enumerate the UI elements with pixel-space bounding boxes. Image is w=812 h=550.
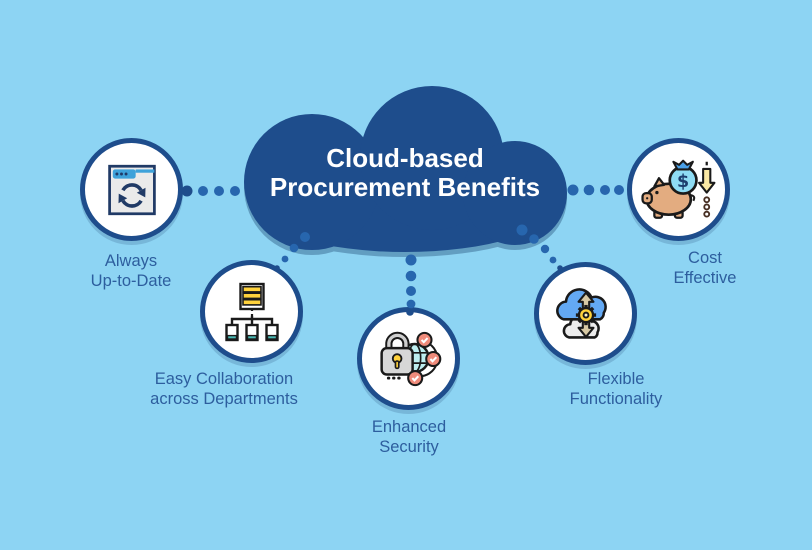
benefit-label-flexible-functionality: Flexible Functionality <box>569 370 663 408</box>
benefit-circle-always-up-to-date <box>80 138 183 241</box>
benefit-label-cost-effective: Cost Effective <box>673 249 737 287</box>
benefit-circle-enhanced-security <box>357 307 460 410</box>
browser-refresh-icon <box>107 164 156 215</box>
page-title: Cloud-based Procurement Benefits <box>269 143 541 202</box>
benefit-label-always-up-to-date: Always Up-to-Date <box>90 252 172 290</box>
cloud-sync-gear-icon <box>555 287 607 339</box>
svg-text:$: $ <box>677 171 689 191</box>
cloud-shape <box>244 86 567 252</box>
benefit-label-enhanced-security: Enhanced Security <box>371 418 447 456</box>
lock-globe-security-icon <box>379 331 441 386</box>
department-network-icon <box>224 282 279 341</box>
benefit-circle-easy-collaboration <box>200 260 303 363</box>
benefit-circle-flexible-functionality <box>534 262 637 365</box>
piggy-bank-savings-icon: $ <box>640 159 715 219</box>
benefit-circle-cost-effective: $ <box>627 138 730 241</box>
benefit-label-easy-collaboration: Easy Collaboration across Departments <box>150 370 298 408</box>
